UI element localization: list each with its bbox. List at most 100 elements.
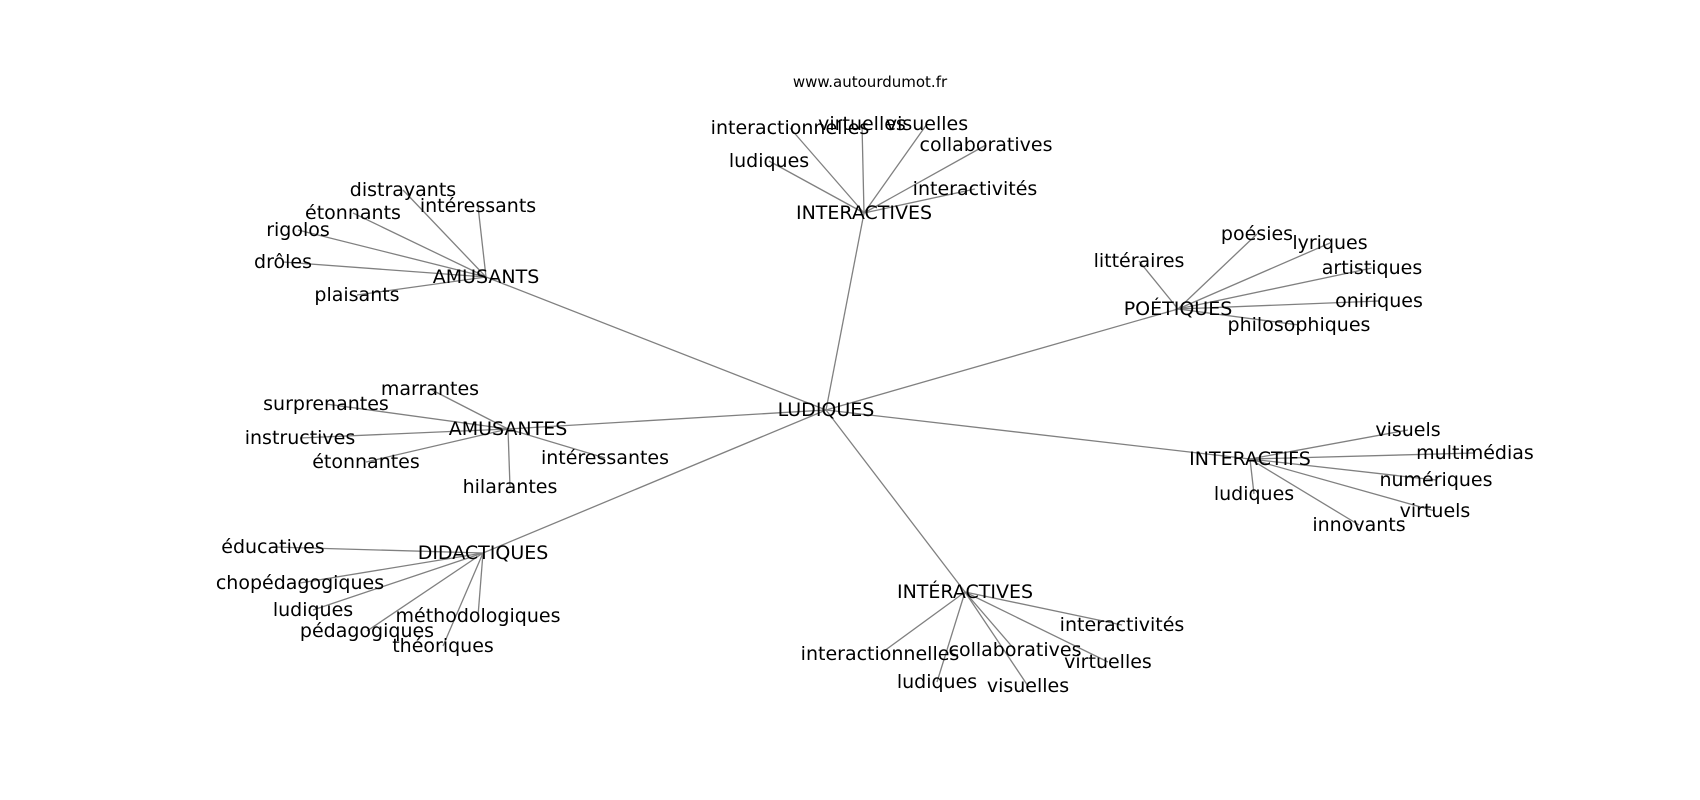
node-leaf: philosophiques — [1228, 314, 1371, 336]
node-hub: AMUSANTES — [449, 418, 568, 440]
node-leaf: hilarantes — [463, 476, 558, 498]
node-leaf: visuels — [1375, 419, 1440, 441]
edge-hub-leaf — [964, 591, 1123, 626]
node-leaf: théoriques — [392, 635, 494, 657]
edge-hub-leaf — [429, 388, 509, 430]
edge-hub-leaf — [1177, 233, 1258, 310]
node-leaf: intéressantes — [541, 447, 669, 469]
edge-center-hub — [825, 308, 1179, 411]
edge-hub-leaf — [365, 428, 509, 463]
node-leaf: distrayants — [350, 179, 456, 201]
node-hub: AMUSANTS — [433, 266, 540, 288]
node-leaf: ludiques — [273, 599, 353, 621]
edge-hub-leaf — [272, 546, 484, 554]
node-leaf: drôles — [254, 251, 312, 273]
node-leaf: ludiques — [1214, 483, 1294, 505]
node-center: LUDIQUES — [778, 399, 875, 421]
edge-hub-leaf — [507, 428, 511, 488]
edge-center-hub — [507, 409, 827, 430]
edge-hub-leaf — [964, 591, 1109, 663]
edge-hub-leaf — [789, 127, 865, 214]
node-leaf: visuelles — [886, 113, 968, 135]
node-leaf: plaisants — [314, 284, 399, 306]
edge-hub-leaf — [477, 552, 484, 617]
edge-center-hub — [825, 409, 966, 593]
edge-hub-leaf — [1177, 300, 1380, 310]
node-leaf: collaboratives — [920, 134, 1053, 156]
graph-edges — [272, 123, 1476, 687]
edge-hub-leaf — [936, 591, 966, 683]
edge-hub-leaf — [356, 276, 487, 296]
node-leaf: chopédagogiques — [216, 572, 384, 594]
edge-hub-leaf — [879, 591, 966, 655]
site-credit: www.autourdumot.fr — [793, 73, 948, 91]
node-leaf: étonnantes — [312, 451, 420, 473]
node-leaf: poésies — [1221, 223, 1293, 245]
node-hub: DIDACTIQUES — [418, 542, 549, 564]
edge-hub-leaf — [768, 160, 865, 214]
node-leaf: marrantes — [381, 378, 479, 400]
node-hub: INTERACTIFS — [1189, 448, 1311, 470]
node-leaf: collaboratives — [949, 639, 1082, 661]
edge-hub-leaf — [1249, 452, 1476, 460]
node-hub: INTÉRACTIVES — [897, 580, 1033, 603]
node-leaf: méthodologiques — [396, 605, 561, 627]
edge-hub-leaf — [863, 188, 976, 214]
edge-hub-leaf — [1138, 260, 1179, 310]
node-leaf: éducatives — [221, 536, 324, 558]
node-leaf: interactionnelles — [711, 117, 870, 139]
node-leaf: virtuelles — [818, 113, 906, 135]
edge-hub-leaf — [861, 123, 865, 214]
node-leaf: lyriques — [1292, 232, 1367, 254]
edge-hub-leaf — [366, 552, 484, 632]
edge-hub-leaf — [863, 144, 987, 214]
edge-hub-leaf — [1249, 458, 1360, 526]
node-leaf: instructives — [245, 427, 356, 449]
edge-hub-leaf — [1249, 429, 1409, 460]
node-hub: POÉTIQUES — [1124, 297, 1233, 320]
edge-hub-leaf — [507, 428, 606, 459]
edge-hub-leaf — [1249, 458, 1437, 481]
edge-hub-leaf — [1177, 242, 1331, 310]
node-leaf: virtuels — [1400, 500, 1471, 522]
edge-hub-leaf — [964, 591, 1016, 651]
edge-hub-leaf — [964, 591, 1029, 687]
node-leaf: multimédias — [1416, 442, 1534, 464]
node-leaf: ludiques — [897, 671, 977, 693]
edge-center-hub — [485, 276, 827, 411]
edge-hub-leaf — [1177, 267, 1373, 310]
edge-hub-leaf — [1249, 458, 1436, 512]
node-leaf: surprenantes — [263, 393, 389, 415]
edge-hub-leaf — [325, 403, 509, 430]
edge-hub-leaf — [477, 205, 487, 278]
node-leaf: étonnants — [305, 202, 401, 224]
node-leaf: oniriques — [1335, 290, 1423, 312]
edge-center-hub — [825, 212, 865, 411]
node-leaf: artistiques — [1322, 257, 1423, 279]
edge-hub-leaf — [297, 229, 487, 278]
node-leaf: ludiques — [729, 150, 809, 172]
node-leaf: interactivités — [913, 178, 1038, 200]
node-hub: INTERACTIVES — [796, 202, 932, 224]
edge-hub-leaf — [282, 261, 487, 278]
edge-hub-leaf — [312, 552, 484, 611]
edge-hub-leaf — [402, 189, 487, 278]
edge-hub-leaf — [863, 123, 928, 214]
edge-hub-leaf — [1249, 458, 1255, 495]
edge-hub-leaf — [299, 428, 509, 439]
node-leaf: littéraires — [1094, 250, 1185, 272]
node-leaf: innovants — [1312, 514, 1405, 536]
edge-hub-leaf — [352, 212, 487, 278]
node-leaf: numériques — [1379, 469, 1492, 491]
node-leaf: virtuelles — [1064, 651, 1152, 673]
node-leaf: interactivités — [1060, 614, 1185, 636]
node-leaf: pédagogiques — [300, 620, 434, 642]
node-leaf: visuelles — [987, 675, 1069, 697]
node-leaf: rigolos — [266, 219, 330, 241]
edge-hub-leaf — [299, 552, 484, 584]
edge-center-hub — [482, 409, 827, 554]
edge-center-hub — [825, 409, 1251, 460]
graph-labels: www.autourdumot.fr LUDIQUESINTERACTIVESi… — [216, 73, 1534, 697]
edge-hub-leaf — [1177, 308, 1300, 326]
